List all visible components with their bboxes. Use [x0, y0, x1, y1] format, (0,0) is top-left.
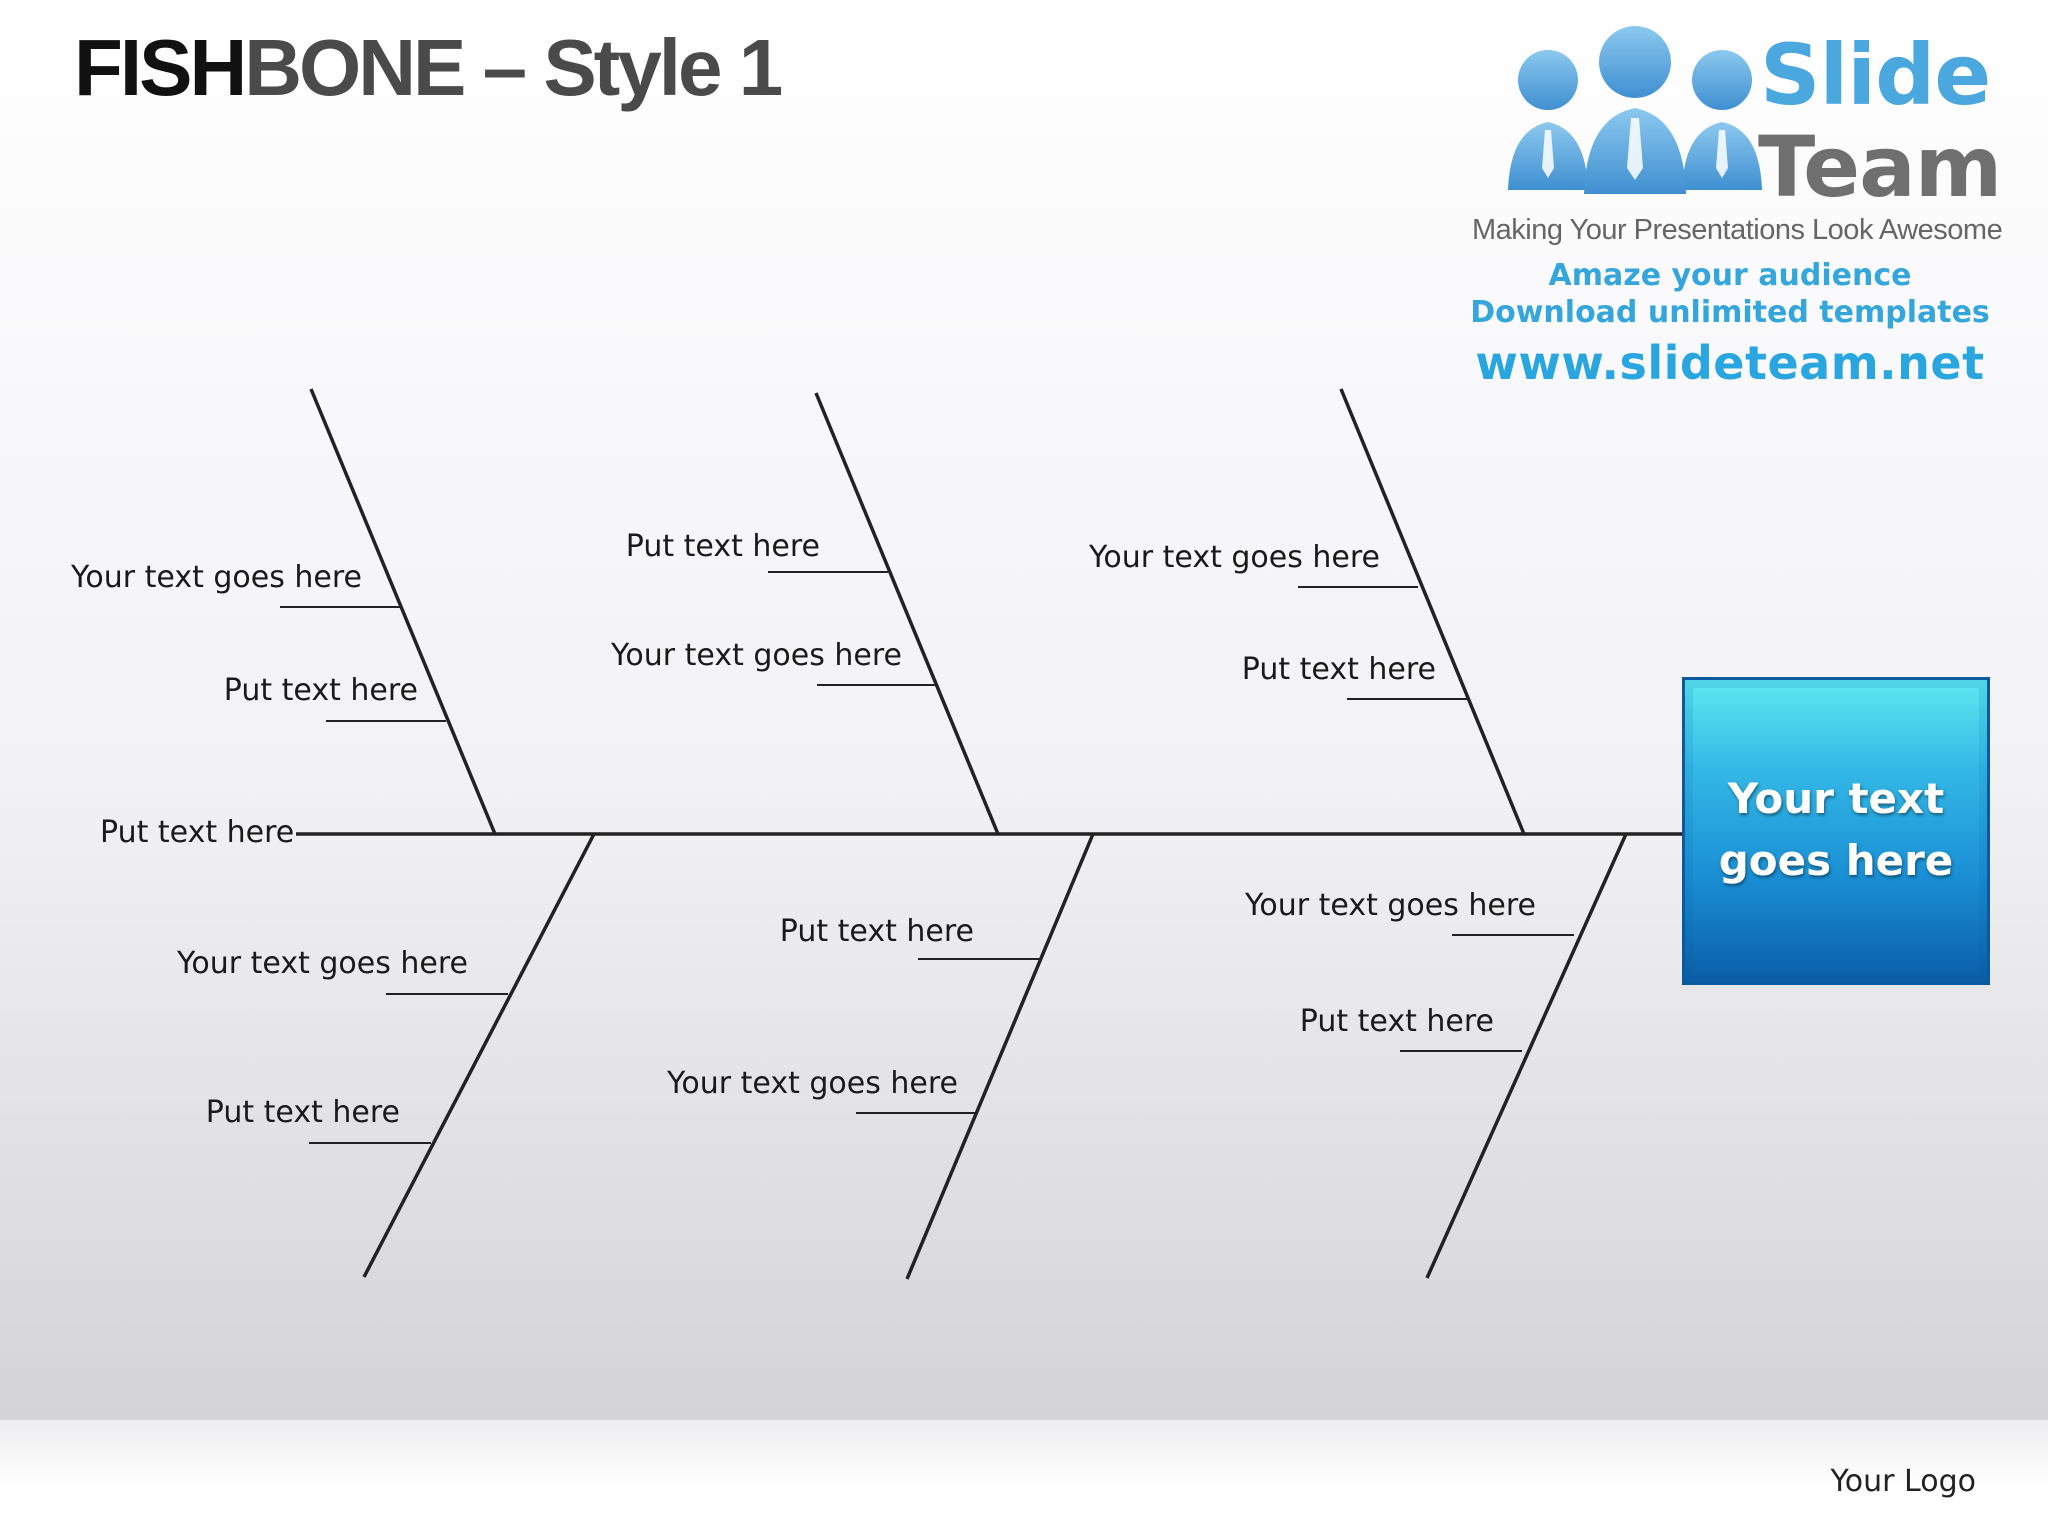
upper-3-label-b: Put text here [1241, 652, 1436, 687]
lower-bone-1 [362, 833, 596, 1278]
fish-head-text-line1: Your text [1727, 774, 1945, 823]
people-group-icon [1508, 26, 1762, 194]
spine-label: Put text here [100, 815, 295, 850]
fish-head-text: Your text goes here [1685, 768, 1987, 892]
lower-3-label-a: Your text goes here [1245, 888, 1536, 923]
upper-2-label-b: Your text goes here [611, 638, 902, 673]
lower-bone-2 [905, 833, 1095, 1280]
logo-tagline: Making Your Presentations Look Awesome [1472, 214, 2003, 246]
upper-1-label-b: Put text here [223, 673, 418, 708]
logo-brand-slide: Slide [1760, 26, 1991, 124]
lower-3-label-b: Put text here [1299, 1004, 1494, 1039]
lower-bone-3 [1425, 833, 1628, 1279]
title-part-fish: FISH [74, 23, 247, 112]
logo-brand-team: Team [1758, 118, 2002, 216]
footer-logo-placeholder: Your Logo [1830, 1464, 1976, 1499]
upper-bone-3 [1339, 388, 1526, 835]
fish-head-text-line2: goes here [1718, 836, 1954, 885]
upper-1-label-a: Your text goes here [71, 560, 362, 595]
logo-url-link[interactable]: www.slideteam.net [1475, 336, 1985, 390]
lower-1-label-a: Your text goes here [177, 946, 468, 981]
lower-2-label-a: Put text here [779, 914, 974, 949]
slideteam-logo[interactable]: Slide Team Making Your Presentations Loo… [1460, 18, 2020, 390]
upper-3-label-a: Your text goes here [1089, 540, 1380, 575]
logo-line-amaze: Amaze your audience [1548, 258, 1912, 293]
title-part-bone: BONE – Style 1 [244, 23, 783, 112]
upper-bone-2 [814, 392, 1000, 835]
page-title: FISHBONE – Style 1 [74, 18, 783, 118]
lower-1-label-b: Put text here [205, 1095, 400, 1130]
upper-bone-1 [309, 388, 497, 835]
upper-2-label-a: Put text here [625, 529, 820, 564]
logo-line-download: Download unlimited templates [1470, 295, 1990, 330]
slide-floor [0, 1420, 2048, 1536]
lower-2-label-b: Your text goes here [667, 1066, 958, 1101]
fish-head-box[interactable]: Your text goes here [1682, 677, 1990, 985]
